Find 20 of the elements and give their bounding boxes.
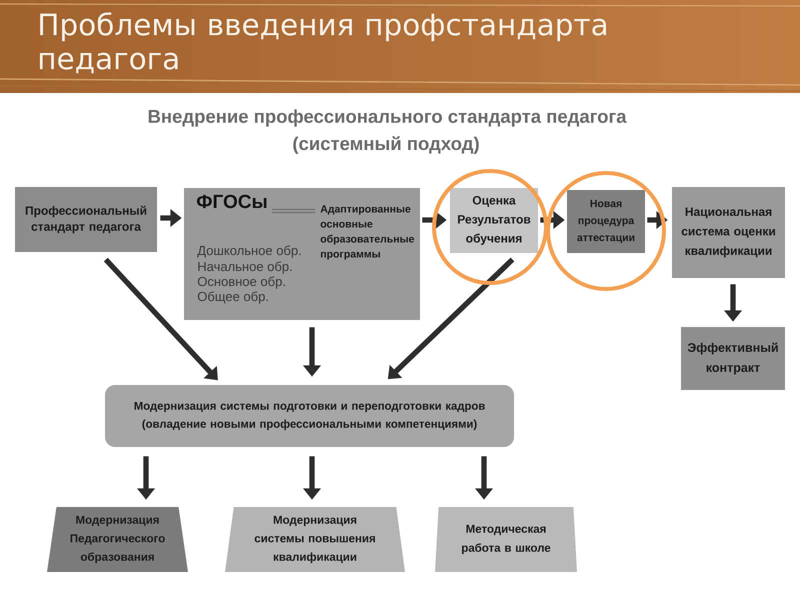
trapezoid-box: Модернизация Педагогического образования	[47, 507, 188, 572]
node-label: Общее обр.	[198, 291, 268, 304]
process-box: Профессиональный стандарт педагога	[15, 187, 157, 252]
process-box: Оценка Результатов обучения	[450, 188, 538, 253]
rounded-box: Модернизация системы подготовки и переподготовки кадров (овладение новыми профессиональными компетенциями)	[105, 385, 514, 447]
slide-title: Проблемы введения профстандарта педагога	[40, 12, 606, 74]
trapezoid-box: Модернизация системы повышения квалификации	[225, 507, 405, 572]
process-box: ФГОСы Дошкольное обр. Начальное обр. Основное обр. Общее обр. Адаптированные основные образовательные программы	[184, 188, 420, 320]
diagram-heading: (системный подход)	[293, 136, 479, 154]
node-label: Адаптированные основные образовательные программы	[320, 205, 414, 260]
trapezoid-box: Методическая работа в школе	[435, 507, 577, 572]
node-label: Дошкольное обр.	[197, 245, 301, 258]
process-box: Национальная система оценки квалификации	[672, 187, 785, 278]
process-box: Новая процедура аттестации	[567, 190, 645, 253]
node-label: Начальное обр.	[198, 261, 292, 274]
node-label: Основное обр.	[198, 276, 285, 289]
diagram-heading: Внедрение профессионального стандарта педагога	[148, 109, 627, 127]
arrow	[104, 258, 218, 380]
process-box: Эффективный контракт	[681, 327, 785, 390]
node-label: ФГОСы	[196, 194, 266, 208]
